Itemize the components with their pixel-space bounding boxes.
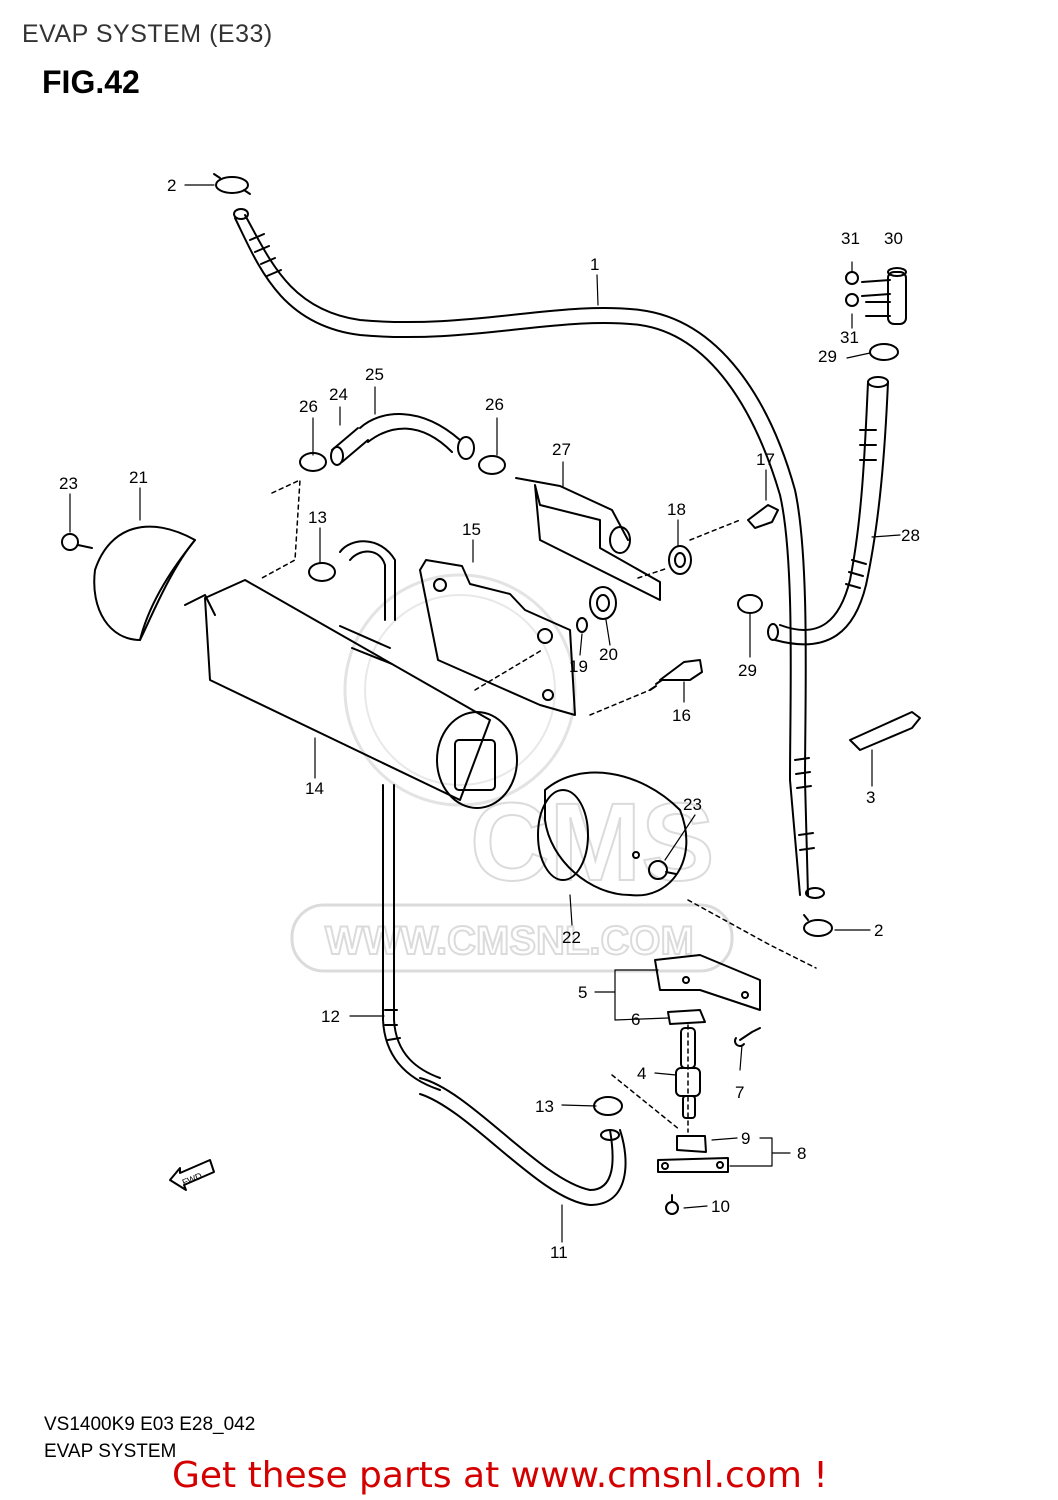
washer-18[interactable]: [668, 545, 692, 575]
callout-27: 27: [552, 440, 571, 459]
clamp-26-right[interactable]: [478, 455, 506, 475]
cushion-9[interactable]: [676, 1135, 707, 1153]
bolt-16[interactable]: [649, 659, 703, 691]
callout-14: 14: [305, 779, 324, 798]
callout-6: 6: [631, 1010, 640, 1029]
hose-11[interactable]: [419, 1077, 627, 1206]
callout-25: 25: [365, 365, 384, 384]
clamp-8[interactable]: [657, 1157, 729, 1173]
cushion-20[interactable]: [589, 586, 617, 620]
watermark: CMS WWW.CMSNL.COM: [290, 573, 734, 973]
bolt-17[interactable]: [747, 504, 779, 529]
clamp-13-upper[interactable]: [308, 562, 336, 582]
callout-5: 5: [578, 983, 587, 1002]
hose-25[interactable]: [359, 413, 475, 460]
callout-21: 21: [129, 468, 148, 487]
callout-15: 15: [462, 520, 481, 539]
callout-7: 7: [735, 1083, 744, 1102]
leader-lines: [69, 184, 901, 1243]
clamp-13-lower[interactable]: [593, 1096, 623, 1116]
callout-3: 3: [866, 788, 875, 807]
hose-12[interactable]: [382, 784, 441, 1091]
callout-9: 9: [741, 1129, 750, 1148]
callout-11: 11: [550, 1243, 568, 1262]
hose-1[interactable]: [233, 208, 825, 899]
clamp-29-side[interactable]: [737, 594, 763, 614]
callout-2-bottom: 2: [874, 921, 883, 940]
cap-22[interactable]: [537, 771, 688, 897]
cushion-6[interactable]: [667, 1009, 706, 1025]
assembly-lines: [261, 479, 817, 1133]
fwd-label: FWD: [181, 1170, 204, 1187]
screw-10[interactable]: [665, 1194, 679, 1215]
hose-28[interactable]: [767, 376, 889, 646]
callout-16: 16: [672, 706, 691, 725]
promo-link[interactable]: Get these parts at www.cmsnl.com !: [172, 1455, 828, 1496]
callout-23-right: 23: [683, 795, 702, 814]
hose-13[interactable]: [339, 540, 396, 621]
callout-29-side: 29: [738, 661, 757, 680]
bracket-3[interactable]: [849, 711, 921, 751]
figure-label: FIG.42: [42, 64, 140, 100]
pipe-24[interactable]: [330, 427, 369, 466]
callout-23-left: 23: [59, 474, 78, 493]
callout-12: 12: [321, 1007, 340, 1026]
cushion-19[interactable]: [576, 617, 588, 633]
fwd-arrow-icon: [169, 1159, 215, 1191]
callout-26-left: 26: [299, 397, 318, 416]
page-title: EVAP SYSTEM (E33): [22, 20, 273, 48]
joint-30[interactable]: [861, 267, 907, 325]
watermark-url: WWW.CMSNL.COM: [325, 919, 694, 963]
cover-21[interactable]: [93, 525, 196, 641]
bracket-15[interactable]: [419, 559, 576, 716]
callout-31-bottom: 31: [840, 328, 859, 347]
callout-19: 19: [569, 657, 588, 676]
callout-26-right: 26: [485, 395, 504, 414]
model-code: VS1400K9 E03 E28_042: [44, 1414, 256, 1435]
clamp-2-top[interactable]: [213, 173, 251, 195]
callout-20: 20: [599, 645, 618, 664]
valve-27[interactable]: [515, 477, 661, 601]
canister-14[interactable]: [184, 579, 518, 809]
callout-13-upper: 13: [308, 508, 327, 527]
callout-13-lower: 13: [535, 1097, 554, 1116]
screw-23-left[interactable]: [61, 533, 93, 551]
screw-23-right[interactable]: [648, 860, 677, 880]
clamp-26-left[interactable]: [299, 452, 327, 472]
callout-1: 1: [590, 255, 599, 274]
callout-17: 17: [756, 450, 775, 469]
callout-22: 22: [562, 928, 581, 947]
callout-28: 28: [901, 526, 920, 545]
callout-4: 4: [637, 1064, 646, 1083]
diagram-name: EVAP SYSTEM: [44, 1441, 177, 1462]
callout-29-top: 29: [818, 347, 837, 366]
callout-8: 8: [797, 1144, 806, 1163]
callout-30: 30: [884, 229, 903, 248]
screw-7[interactable]: [734, 1027, 761, 1047]
callout-24: 24: [329, 385, 348, 404]
callout-2-top: 2: [167, 176, 176, 195]
clamp-29-top[interactable]: [869, 343, 899, 361]
callout-31-top: 31: [841, 229, 860, 248]
clip-31[interactable]: [845, 271, 859, 307]
callout-10: 10: [711, 1197, 730, 1216]
clamp-2-bottom[interactable]: [803, 914, 833, 937]
clamp-5[interactable]: [654, 954, 761, 1011]
callout-18: 18: [667, 500, 686, 519]
